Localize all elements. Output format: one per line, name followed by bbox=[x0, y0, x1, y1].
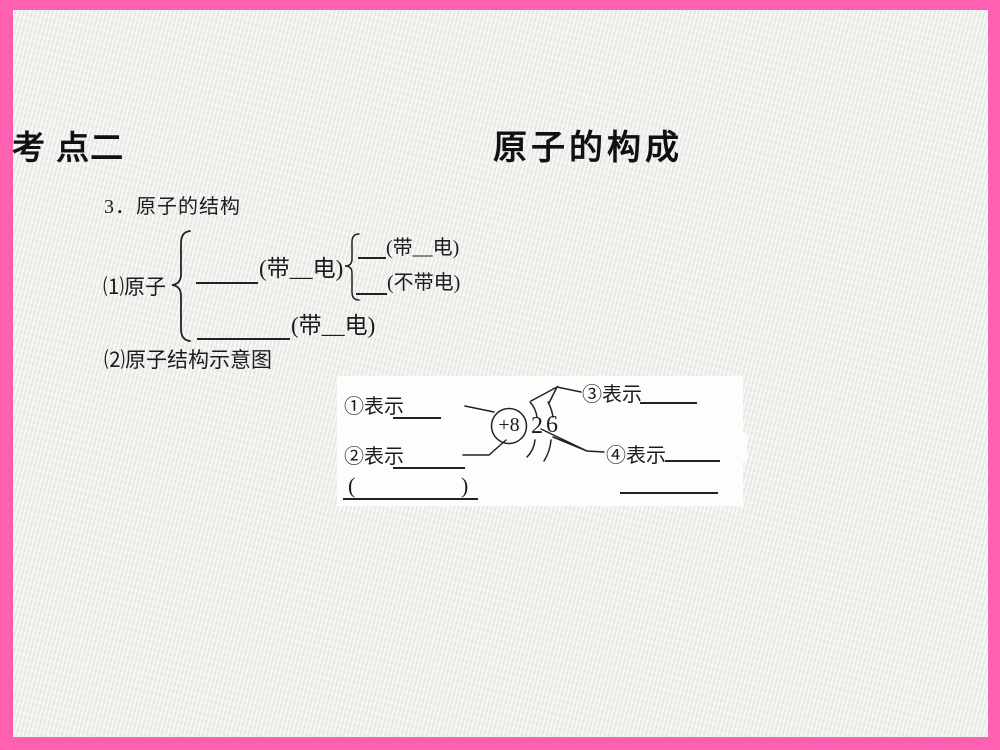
answer-paren-open: ( bbox=[348, 473, 356, 498]
section-heading-atomic-structure: 3．原子的结构 bbox=[104, 196, 241, 218]
diagram-label-2: ②表示 bbox=[344, 446, 404, 468]
outline-root-label: ⑴原子 bbox=[103, 275, 166, 299]
outline-sub2-text: (不带电) bbox=[387, 272, 461, 294]
shell1-electron-count: 2 bbox=[531, 413, 543, 439]
fill-blank-bottom-right bbox=[620, 477, 718, 494]
slide-kicker: 考 点二 bbox=[12, 129, 125, 166]
nucleus-charge-text: +8 bbox=[498, 414, 520, 436]
outline-branch1-text: (带__电) bbox=[259, 256, 344, 281]
fill-blank-branch2 bbox=[197, 323, 290, 340]
fill-blank-sub1 bbox=[358, 242, 386, 259]
fill-blank-sub2 bbox=[356, 278, 387, 295]
fill-blank-paren-row bbox=[343, 483, 478, 500]
diagram-label-1: ①表示 bbox=[344, 396, 404, 418]
fill-blank-branch1 bbox=[196, 267, 258, 284]
fill-blank-label2 bbox=[393, 452, 465, 469]
fill-blank-label3 bbox=[640, 387, 697, 404]
outline-sub1-text: (带__电) bbox=[386, 237, 460, 259]
section-heading-atom-diagram: ⑵原子结构示意图 bbox=[104, 348, 272, 372]
slide-title: 原子的构成 bbox=[493, 129, 683, 167]
shell2-electron-count: 6 bbox=[546, 412, 558, 438]
outline-branch2-text: (带__电) bbox=[291, 313, 376, 338]
slide-paper-background bbox=[13, 10, 988, 737]
fill-blank-label1 bbox=[393, 402, 441, 419]
diagram-background-patch bbox=[715, 433, 747, 462]
answer-paren-close: ) bbox=[461, 473, 469, 498]
diagram-label-4: ④表示 bbox=[606, 445, 666, 467]
fill-blank-label4 bbox=[665, 445, 720, 462]
diagram-label-3: ③表示 bbox=[582, 384, 642, 406]
